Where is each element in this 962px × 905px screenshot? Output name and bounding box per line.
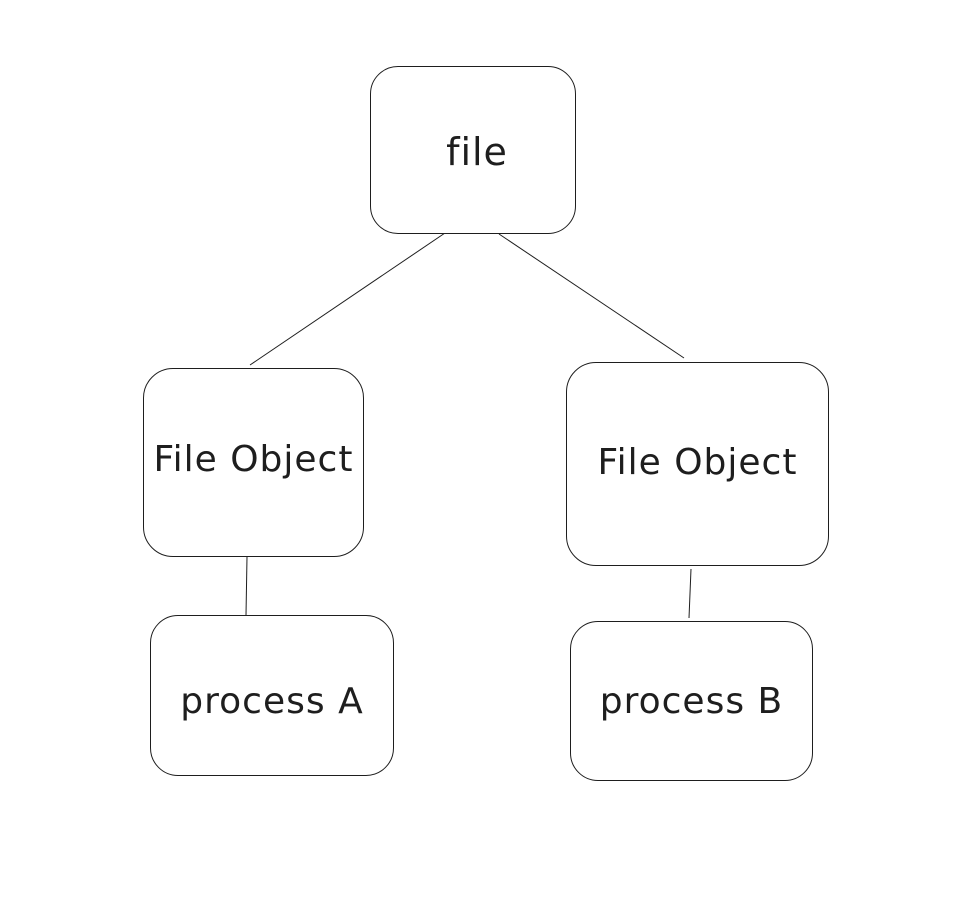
- edge-file-object-left-to-process-a: [245, 556, 248, 616]
- node-file-object-left[interactable]: File Object: [143, 368, 364, 557]
- node-file-object-right[interactable]: File Object: [566, 362, 829, 566]
- edge-file-object-right-to-process-b: [688, 568, 692, 619]
- node-file-object-left-label: File Object: [153, 439, 354, 480]
- node-file-label: file: [446, 130, 508, 174]
- edge-file-to-file-object-left: [249, 232, 446, 366]
- node-file[interactable]: file: [370, 66, 576, 234]
- node-file-object-right-label: File Object: [597, 441, 798, 483]
- node-process-a-label: process A: [180, 681, 364, 722]
- node-process-b-label: process B: [599, 680, 784, 722]
- node-process-a[interactable]: process A: [150, 615, 394, 776]
- node-process-b[interactable]: process B: [570, 621, 813, 781]
- edge-file-to-file-object-right: [498, 233, 685, 359]
